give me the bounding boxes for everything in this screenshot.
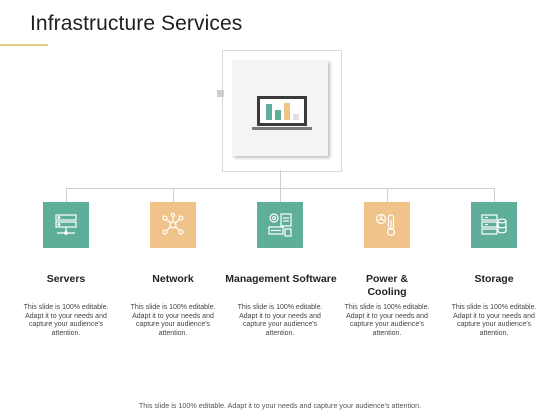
servers-label: Servers [46,273,86,285]
network-tile [150,202,196,248]
server-rack-icon [55,214,77,235]
laptop-bar-chart-icon [252,96,312,130]
management-software-tile [257,202,303,248]
power-cooling-label: Power & Cooling [365,273,408,298]
management-software-icon [268,213,292,237]
storage-database-icon [481,214,507,235]
storage-tile [471,202,517,248]
connector-servers [66,188,67,202]
page-title: Infrastructure Services [30,12,243,35]
footer-note: This slide is 100% editable. Adapt it to… [138,401,422,410]
connector-network [173,188,174,202]
connector-management [280,188,281,202]
thermometer-fan-icon [375,213,396,237]
storage-label: Storage [474,273,514,285]
power-cooling-description: This slide is 100% editable. Adapt it to… [344,304,430,337]
servers-description: This slide is 100% editable. Adapt it to… [23,304,109,337]
servers-tile [43,202,89,248]
hub-connector-vertical [280,170,281,188]
network-label: Network [152,273,194,285]
hub-dot [217,90,224,97]
title-accent-line [0,44,48,46]
connector-storage [494,188,495,202]
management-software-label: Management Software [225,273,337,285]
connector-power [387,188,388,202]
storage-description: This slide is 100% editable. Adapt it to… [451,304,537,337]
network-nodes-icon [162,212,184,235]
power-cooling-tile [364,202,410,248]
network-description: This slide is 100% editable. Adapt it to… [130,304,216,337]
management-software-description: This slide is 100% editable. Adapt it to… [237,304,323,337]
